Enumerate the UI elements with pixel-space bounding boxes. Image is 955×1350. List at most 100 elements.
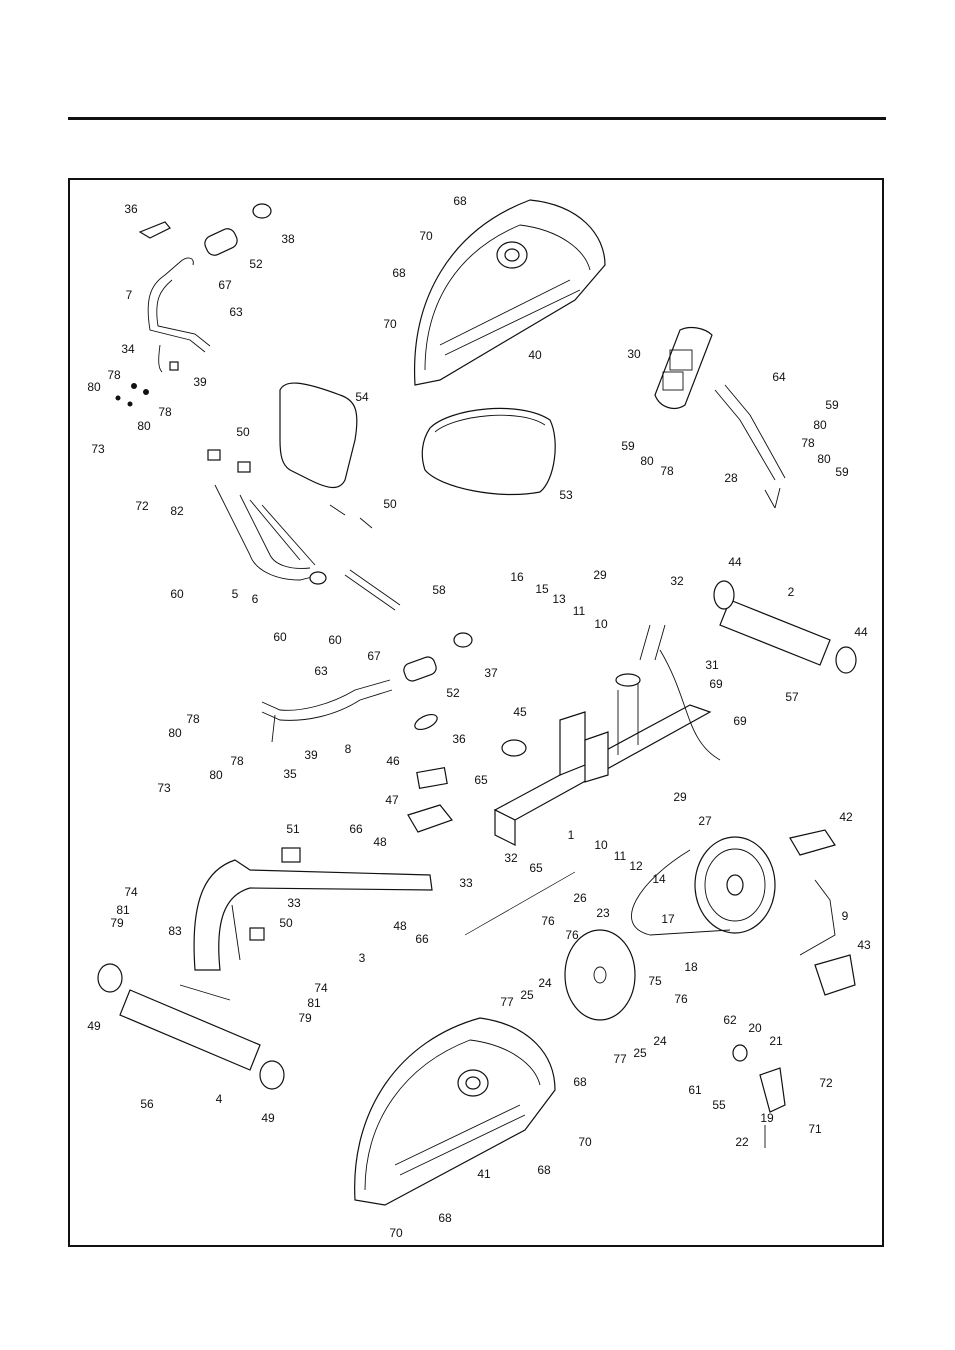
part-label-67b: 67: [367, 649, 381, 663]
part-label-40: 40: [528, 348, 542, 362]
part-label-33a: 33: [459, 876, 473, 890]
part-label-10b: 10: [594, 838, 608, 852]
part-label-68d: 68: [537, 1163, 551, 1177]
part-label-78b: 78: [158, 405, 172, 419]
part-label-59c: 59: [835, 465, 849, 479]
part-label-63b: 63: [314, 664, 328, 678]
part-handlebar-lower: [261, 632, 527, 833]
part-label-15: 15: [535, 582, 549, 596]
part-label-27: 27: [698, 814, 712, 828]
part-label-65a: 65: [474, 773, 488, 787]
part-label-80g: 80: [209, 768, 223, 782]
part-label-68e: 68: [438, 1211, 452, 1225]
part-label-78f: 78: [230, 754, 244, 768]
part-label-46: 46: [386, 754, 400, 768]
part-label-80a: 80: [87, 380, 101, 394]
part-seat-frame: [207, 449, 401, 611]
part-console-mast: [654, 326, 786, 509]
part-label-83: 83: [168, 924, 182, 938]
part-label-70b: 70: [383, 317, 397, 331]
part-label-2: 2: [788, 585, 795, 599]
part-front-stabilizer: [97, 963, 285, 1090]
part-label-24a: 24: [538, 976, 552, 990]
part-flywheel: [564, 929, 636, 1021]
part-label-50c: 50: [279, 916, 293, 930]
part-label-28: 28: [724, 471, 738, 485]
part-label-20: 20: [748, 1021, 762, 1035]
part-label-49a: 49: [87, 1019, 101, 1033]
part-label-5: 5: [232, 587, 239, 601]
part-label-44b: 44: [854, 625, 868, 639]
parts-drawing: [97, 199, 857, 1206]
part-label-78a: 78: [107, 368, 121, 382]
part-label-80b: 80: [137, 419, 151, 433]
part-label-29b: 29: [673, 790, 687, 804]
part-seat-cushion: [421, 407, 556, 496]
part-label-61: 61: [688, 1083, 702, 1097]
part-main-frame: [493, 624, 721, 846]
part-label-65b: 65: [529, 861, 543, 875]
part-label-78e: 78: [186, 712, 200, 726]
part-label-47: 47: [385, 793, 399, 807]
part-label-52: 52: [249, 257, 263, 271]
part-label-79a: 79: [110, 916, 124, 930]
part-label-72b: 72: [819, 1076, 833, 1090]
part-label-9: 9: [842, 909, 849, 923]
part-label-25b: 25: [633, 1046, 647, 1060]
part-label-31: 31: [705, 658, 719, 672]
part-label-68b: 68: [392, 266, 406, 280]
part-label-45: 45: [513, 705, 527, 719]
part-label-17: 17: [661, 912, 675, 926]
part-label-10a: 10: [594, 617, 608, 631]
part-label-81b: 81: [307, 996, 321, 1010]
part-label-23: 23: [596, 906, 610, 920]
part-label-51: 51: [286, 822, 300, 836]
part-label-77a: 77: [500, 995, 514, 1009]
part-label-71: 71: [808, 1122, 822, 1136]
part-label-16: 16: [510, 570, 524, 584]
part-label-66a: 66: [349, 822, 363, 836]
part-label-22: 22: [735, 1135, 749, 1149]
part-label-50a: 50: [236, 425, 250, 439]
part-label-73b: 73: [157, 781, 171, 795]
part-label-59a: 59: [825, 398, 839, 412]
part-label-70d: 70: [389, 1226, 403, 1240]
part-label-4: 4: [216, 1092, 223, 1106]
part-label-24b: 24: [653, 1034, 667, 1048]
part-label-6: 6: [252, 592, 259, 606]
part-label-32b: 32: [504, 851, 518, 865]
part-label-78c: 78: [801, 436, 815, 450]
part-label-26: 26: [573, 891, 587, 905]
part-label-76b: 76: [565, 928, 579, 942]
part-label-54: 54: [355, 390, 369, 404]
part-label-49b: 49: [261, 1111, 275, 1125]
part-label-37: 37: [484, 666, 498, 680]
part-tension-cable: [464, 871, 576, 936]
part-label-42: 42: [839, 810, 853, 824]
part-label-69b: 69: [733, 714, 747, 728]
part-label-80f: 80: [168, 726, 182, 740]
part-crank-pedals: [789, 829, 856, 996]
part-label-66b: 66: [415, 932, 429, 946]
part-label-41: 41: [477, 1167, 491, 1181]
part-label-68c: 68: [573, 1075, 587, 1089]
part-label-38: 38: [281, 232, 295, 246]
part-label-60b: 60: [273, 630, 287, 644]
part-label-11a: 11: [573, 604, 586, 618]
part-label-74b: 74: [314, 981, 328, 995]
part-label-44a: 44: [728, 555, 742, 569]
part-label-76a: 76: [541, 914, 555, 928]
part-label-25a: 25: [520, 988, 534, 1002]
part-label-33b: 33: [287, 896, 301, 910]
part-side-cover-lower: [354, 1017, 556, 1206]
part-label-79b: 79: [298, 1011, 312, 1025]
part-label-43: 43: [857, 938, 871, 952]
part-label-55: 55: [712, 1098, 726, 1112]
part-rear-stabilizer: [713, 580, 857, 674]
part-label-29a: 29: [593, 568, 607, 582]
part-label-7: 7: [126, 288, 133, 302]
part-label-80e: 80: [817, 452, 831, 466]
part-label-21: 21: [769, 1034, 783, 1048]
part-label-3: 3: [359, 951, 366, 965]
